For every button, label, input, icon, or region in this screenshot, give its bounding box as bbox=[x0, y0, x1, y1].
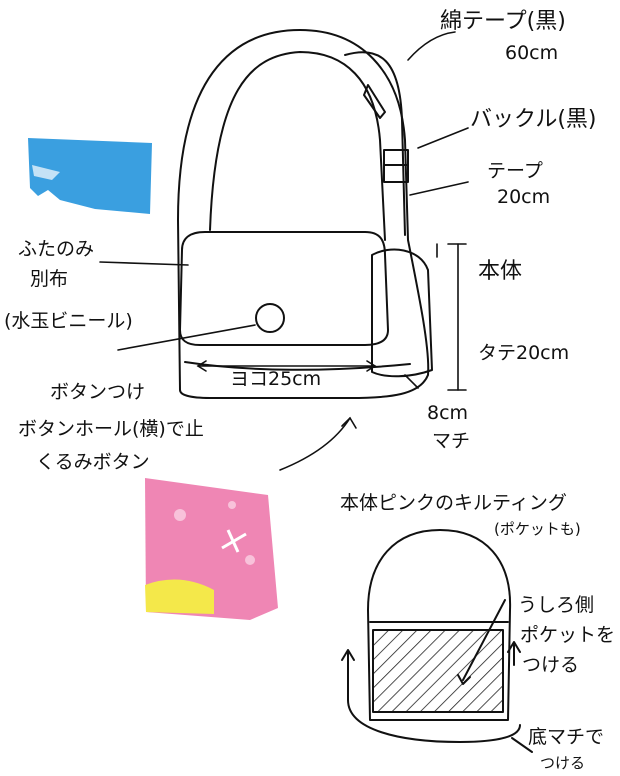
back-view-drawing bbox=[341, 529, 533, 753]
tape-length: 20cm bbox=[497, 186, 551, 208]
gusset-label: マチ bbox=[432, 430, 471, 452]
gusset-value: 8cm bbox=[427, 402, 469, 424]
button-note-line2: ボタンホール(横)で止 bbox=[18, 418, 204, 440]
dimension-lines bbox=[99, 31, 469, 471]
flap-note-line2: 別布 bbox=[30, 268, 69, 290]
bottom-note-line1: 底マチで bbox=[528, 726, 605, 748]
backpack-drawing bbox=[177, 29, 433, 399]
strap-tape-length: 60cm bbox=[505, 42, 559, 64]
bottom-note-line2: つける bbox=[540, 754, 586, 772]
body-label: 本体 bbox=[478, 259, 523, 284]
height-label: タテ20cm bbox=[478, 342, 570, 364]
button-note-line3: くるみボタン bbox=[36, 451, 150, 473]
back-note-line3: つける bbox=[522, 654, 580, 676]
back-note-line1: うしろ側 bbox=[518, 594, 595, 616]
tape-label: テープ bbox=[487, 160, 543, 182]
pink-note-line1: 本体ピンクのキルティング bbox=[340, 492, 567, 514]
buckle-label: バックル(黒) bbox=[470, 107, 597, 132]
pink-fabric-swatch bbox=[145, 478, 278, 620]
pink-note-line2: (ポケットも) bbox=[494, 520, 581, 538]
flap-note-line1: ふたのみ bbox=[18, 238, 95, 260]
back-note-line2: ポケットを bbox=[520, 624, 616, 646]
strap-tape-label: 綿テープ(黒) bbox=[440, 9, 566, 34]
width-label: ヨコ25cm bbox=[230, 368, 322, 390]
button-note-line1: ボタンつけ bbox=[50, 381, 146, 403]
blue-fabric-swatch bbox=[28, 138, 152, 214]
flap-note-line3: (水玉ビニール) bbox=[4, 310, 133, 332]
